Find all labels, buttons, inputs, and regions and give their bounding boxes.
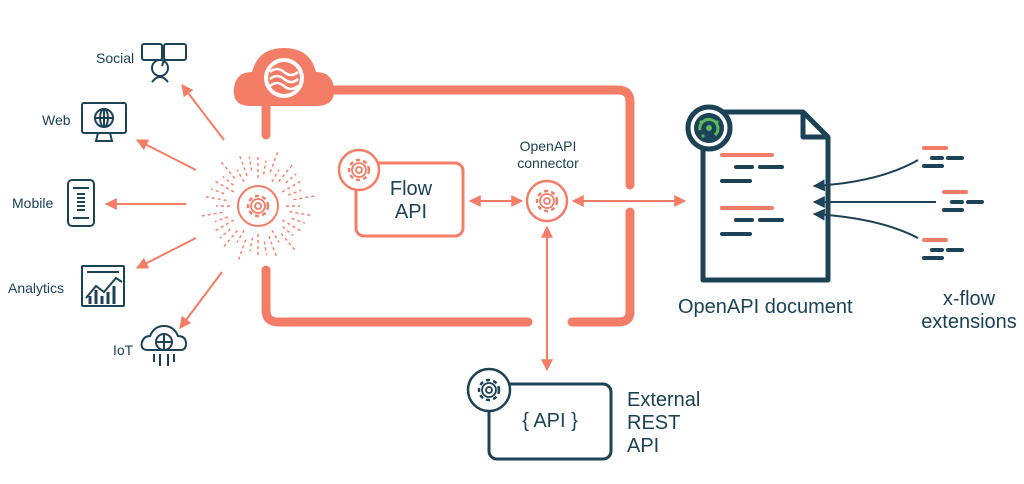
sunburst-ray (219, 228, 231, 239)
sunburst-ray (268, 235, 278, 257)
sunburst-ray (220, 161, 236, 179)
social-chat-icon (141, 43, 187, 83)
sunburst-ray (291, 217, 306, 224)
external-line2: REST (627, 412, 681, 434)
flow-api-label: Flow API (376, 178, 446, 224)
sunburst-ray (238, 155, 248, 177)
sunburst-ray (281, 180, 302, 193)
sunburst-ray (271, 229, 280, 243)
channel-label-iot: IoT (113, 342, 134, 358)
connector-label: OpenAPI connector (500, 138, 596, 172)
flow-api-line2: API (394, 201, 428, 223)
openapi-document-icon (700, 109, 831, 283)
web-monitor-icon (81, 102, 127, 142)
flow-cloud-logo-icon (233, 48, 335, 106)
flow-api-line1: Flow (389, 178, 433, 200)
sunburst-ray (249, 237, 254, 252)
sunburst-ray (222, 230, 238, 248)
sunburst-ray (222, 175, 234, 186)
sunburst-ray (285, 173, 297, 184)
sunburst-ray (236, 229, 245, 243)
sunburst-ray (293, 195, 316, 201)
channel-label-web: Web (42, 112, 71, 128)
sunburst-ray (214, 219, 235, 232)
sunburst-ray (200, 211, 223, 217)
xflow-extensions-label: x-flow extensions (910, 288, 1024, 334)
sunburst-ray (287, 189, 302, 196)
external-api-box (466, 367, 613, 461)
analytics-chart-icon (81, 265, 125, 307)
sunburst-ray (237, 239, 247, 261)
sunburst-ray (281, 219, 302, 232)
hub-arrows (104, 84, 225, 329)
extension-snippet-1 (922, 146, 964, 168)
sunburst-ray (262, 160, 267, 175)
sunburst-ray (271, 169, 280, 183)
sunburst-ray (214, 180, 235, 193)
extensions-line1: x-flow (942, 288, 996, 310)
external-rest-api-label: External REST API (627, 389, 700, 458)
connector-line2: connector (517, 155, 579, 171)
channel-label-mobile: Mobile (12, 195, 54, 211)
mobile-phone-icon (67, 179, 95, 227)
sunburst-ray (236, 169, 245, 183)
sunburst-ray (278, 164, 294, 182)
sunburst-ray (263, 241, 268, 256)
xflow-extension-snippets (922, 146, 984, 260)
channel-label-social: Social (96, 50, 135, 66)
hub-sunburst (200, 151, 316, 261)
channel-label-analytics: Analytics (8, 280, 65, 296)
connector-line1: OpenAPI (519, 138, 577, 154)
sunburst-ray (280, 233, 296, 251)
extension-snippet-2 (942, 190, 984, 212)
flow-platform-frame (261, 85, 635, 327)
sunburst-ray (282, 226, 294, 237)
connector-gear-icon (525, 179, 569, 223)
sunburst-ray (248, 156, 253, 171)
sunburst-ray (210, 188, 225, 195)
external-api-box-label: { API } (522, 410, 578, 432)
extensions-line2: extensions (921, 311, 1017, 333)
hub-gear-icon (200, 151, 316, 261)
sunburst-ray (214, 216, 229, 223)
flow-api-box (337, 148, 465, 238)
extension-snippet-3 (922, 238, 964, 260)
sunburst-ray (204, 195, 227, 202)
sunburst-ray (269, 151, 279, 173)
external-line1: External (627, 389, 701, 411)
extension-arrows (812, 159, 936, 239)
openapi-logo-icon (685, 104, 733, 152)
iot-cloud-icon (140, 324, 188, 366)
sunburst-ray (289, 210, 312, 217)
connector-arrows (468, 195, 687, 372)
external-line3: API (627, 435, 660, 457)
openapi-document-label: OpenAPI document (678, 296, 853, 318)
